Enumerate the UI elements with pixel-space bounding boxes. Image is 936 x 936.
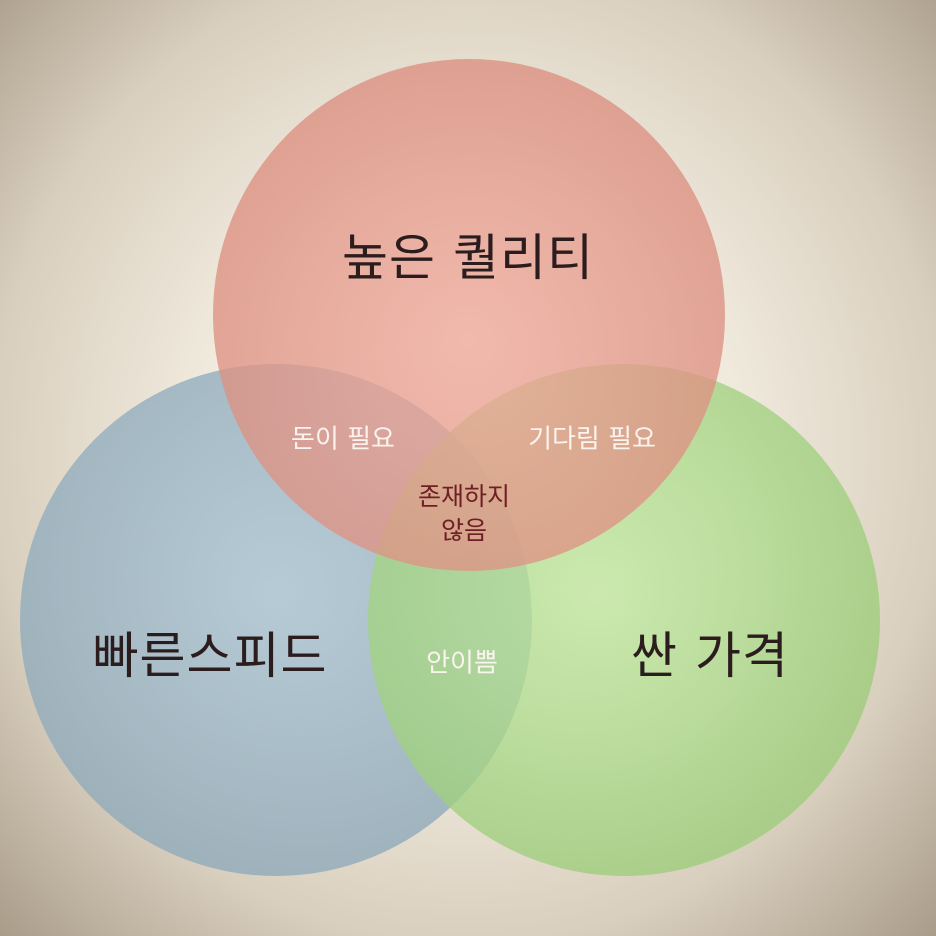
intersection-label-quality-speed: 돈이 필요	[291, 424, 395, 455]
intersection-label-speed-price: 안이쁨	[426, 648, 498, 679]
intersection-all-line1: 존재하지	[417, 482, 511, 511]
intersection-label-quality-price: 기다림 필요	[528, 424, 656, 455]
intersection-all-line2: 않음	[440, 516, 488, 545]
set-label-speed: 빠른스피드	[92, 627, 328, 685]
circle-top	[213, 59, 725, 571]
set-label-quality: 높은 퀄리티	[342, 229, 594, 287]
intersection-label-all: 존재하지 않음	[418, 480, 510, 548]
set-label-price: 싼 가격	[631, 627, 789, 685]
